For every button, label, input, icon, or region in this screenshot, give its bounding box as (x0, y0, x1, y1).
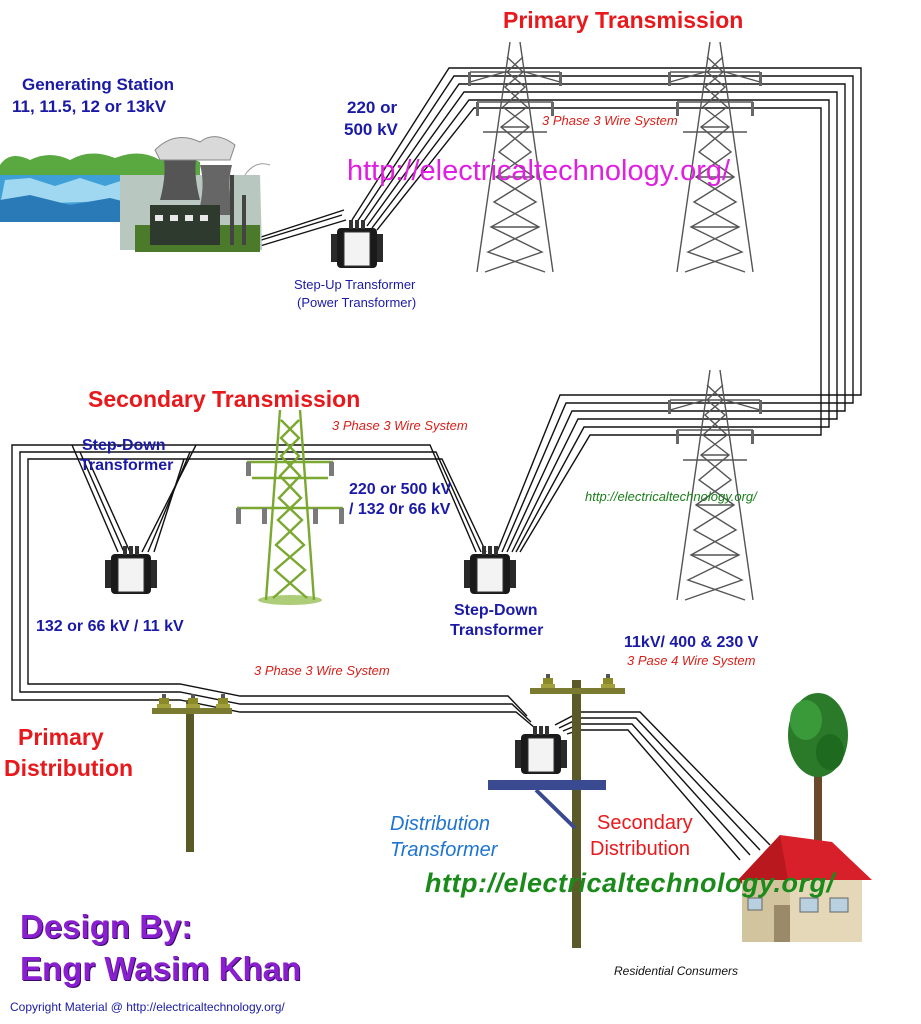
primary-distribution-wire-system-label: 3 Phase 3 Wire System (254, 663, 390, 678)
secondary-voltage-line1: 220 or 500 kV (349, 481, 452, 498)
distribution-transformer-icon (514, 725, 568, 775)
step-up-transformer-icon (330, 219, 384, 269)
secondary-distribution-line1: Secondary (597, 812, 693, 834)
primary-wire-system-label: 3 Phase 3 Wire System (542, 113, 678, 128)
left-transformer-voltage: 132 or 66 kV / 11 kV (36, 618, 184, 635)
design-by-label: Design By: (20, 908, 193, 945)
generating-station-label: Generating Station (22, 75, 175, 94)
website-url-green-large: http://electricaltechnology.org/ (425, 868, 835, 898)
transmission-tower-icon (236, 409, 344, 605)
step-down-right-line2: Transformer (450, 622, 544, 639)
residential-consumers-label: Residential Consumers (614, 964, 739, 978)
distribution-wire-system-label: 3 Pase 4 Wire System (627, 653, 756, 668)
distribution-transformer-line2: Transformer (390, 839, 498, 861)
step-down-transformer-left-icon (104, 545, 158, 595)
designer-name: Engr Wasim Khan (20, 950, 302, 987)
utility-pole-icon (488, 674, 625, 948)
generating-station-voltage: 11, 11.5, 12 or 13kV (12, 97, 167, 116)
utility-pole-icon (152, 694, 232, 852)
step-up-voltage-line1: 220 or (347, 98, 398, 117)
step-down-left-line1: Step-Down (82, 437, 166, 454)
step-down-transformer-right-icon (463, 545, 517, 595)
website-url-green-small: http://electricaltechnology.org/ (585, 489, 757, 504)
wire-bundles (11, 67, 862, 861)
secondary-distribution-line2: Distribution (590, 838, 691, 860)
secondary-transmission-title: Secondary Transmission (88, 386, 361, 412)
distribution-transformer-line1: Distribution (390, 813, 491, 835)
generating-station-icon (0, 136, 271, 252)
secondary-wire-system-label: 3 Phase 3 Wire System (332, 418, 468, 433)
step-down-left-line2: Transformer (80, 457, 174, 474)
step-up-transformer-label: Step-Up Transformer (294, 277, 416, 292)
power-transformer-label: (Power Transformer) (297, 295, 417, 310)
website-url-magenta: http://electricaltechnology.org/ (347, 155, 731, 187)
primary-transmission-title: Primary Transmission (503, 7, 744, 33)
secondary-voltage-line2: / 132 0r 66 kV (349, 501, 451, 518)
step-down-right-line1: Step-Down (454, 602, 538, 619)
tree-icon (788, 693, 848, 850)
primary-distribution-line1: Primary (18, 724, 104, 750)
transmission-tower-icon (667, 369, 763, 601)
primary-distribution-line2: Distribution (4, 755, 134, 781)
house-icon (738, 835, 872, 942)
distribution-voltage-label: 11kV/ 400 & 230 V (624, 634, 759, 651)
copyright-notice: Copyright Material @ http://electricalte… (10, 1000, 285, 1014)
step-up-voltage-line2: 500 kV (344, 120, 398, 139)
